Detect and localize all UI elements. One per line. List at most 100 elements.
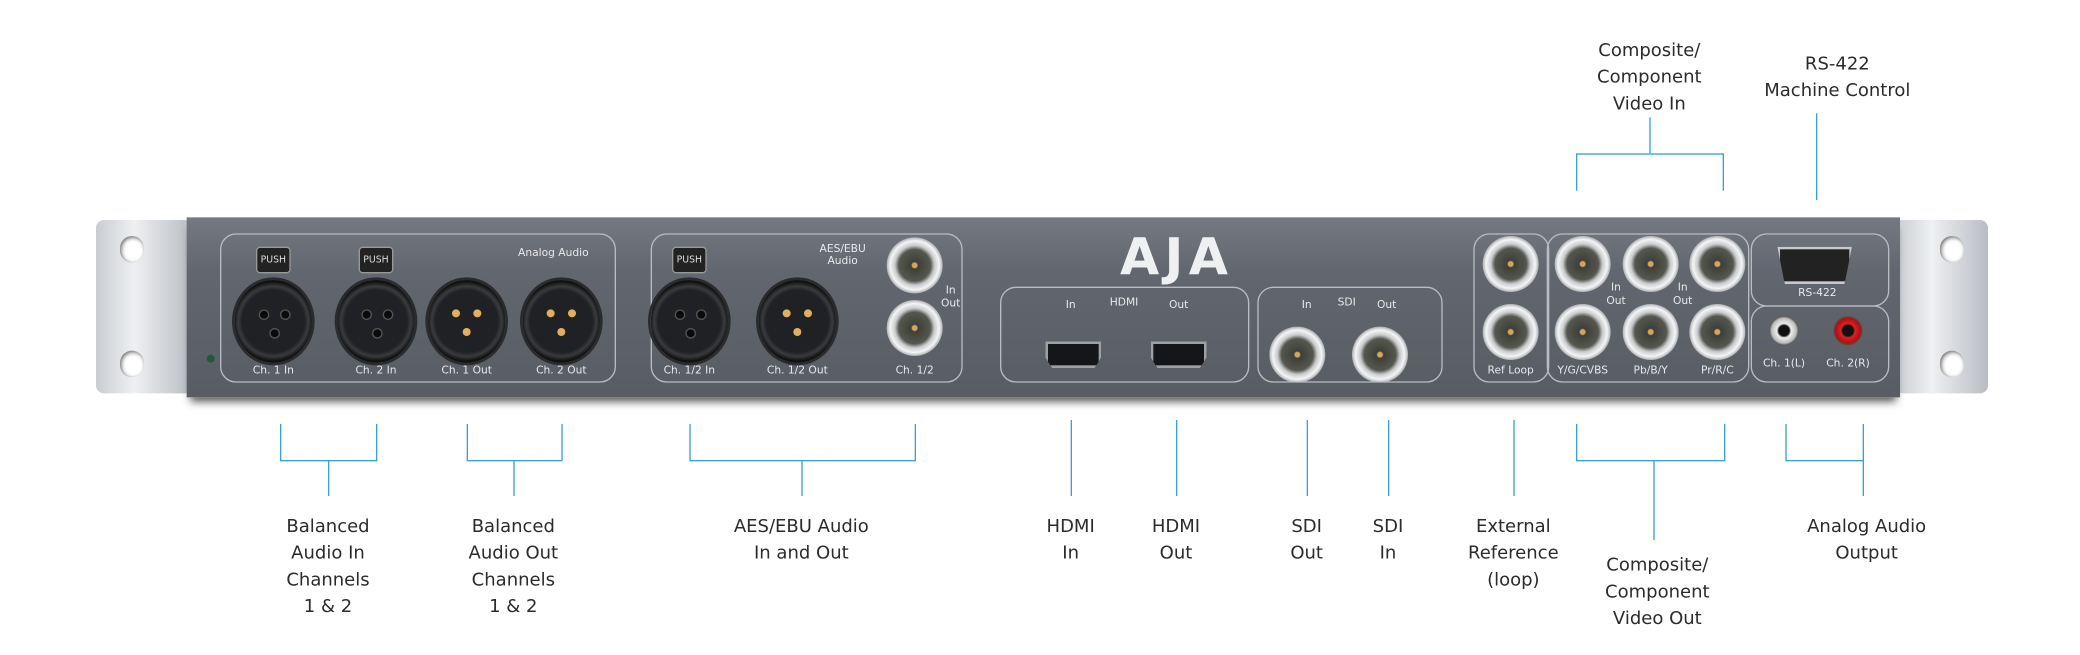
db9-port [1777,246,1852,284]
pin [371,327,383,339]
rack-ear-left [95,219,192,394]
port-label: Out [1672,294,1693,307]
callout-external-reference: External Reference (loop) [1467,515,1559,591]
pin [451,309,460,318]
port-label: RS-422 [1798,286,1837,299]
leader-line [1575,153,1578,191]
leader-line [801,459,803,496]
pin [279,309,291,320]
hdmi-group [999,286,1250,383]
leader-line [1815,113,1818,200]
bnc-ref-loop[interactable] [1482,303,1539,360]
bnc-video-out[interactable] [1689,303,1746,360]
leader-line [1575,153,1724,155]
leader-line [1575,459,1726,462]
bnc-video-out[interactable] [1622,303,1679,360]
callout-balanced-in: Balanced Audio In Channels 1 & 2 [286,515,370,618]
pin [557,327,566,336]
video-group [1546,233,1750,383]
bnc-video-in[interactable] [1689,235,1746,292]
rca-right-jack[interactable] [1833,315,1863,346]
leader-line [466,423,468,460]
aes-ebu-group [650,233,963,383]
bnc-ref-in[interactable] [1482,235,1539,292]
callout-composite-in: Composite/ Component Video In [1597,39,1702,115]
callout-composite-out: Composite/ Component Video Out [1605,554,1710,630]
callout-hdmi-in: HDMI In [1046,515,1095,564]
leader-line [1862,459,1864,496]
xlr-female-connector[interactable] [650,279,728,363]
status-led [206,354,215,363]
ref-group [1473,233,1550,383]
mount-hole [119,235,144,263]
sdi-group [1257,286,1443,383]
analog-audio-group [219,233,616,383]
push-latch[interactable]: PUSH [255,246,291,274]
group-label: HDMI [1109,295,1139,308]
xlr-female-connector[interactable] [234,279,312,363]
push-latch[interactable]: PUSH [671,246,707,274]
rack-ear-right [1894,219,1988,394]
port-label: Out [1606,294,1626,307]
bnc-sdi-out[interactable] [1351,326,1408,383]
callout-sdi-in: SDI In [1372,515,1404,564]
mount-hole [1939,235,1964,263]
bnc-video-out[interactable] [1554,303,1611,360]
xlr-female-connector[interactable] [337,279,415,363]
pin [361,309,372,320]
pin [782,309,791,318]
xlr-male-connector[interactable] [427,279,506,363]
port-label: Ch. 1 Out [441,363,492,376]
port-label: Out [1168,298,1189,311]
callout-sdi-out: SDI Out [1290,515,1323,564]
port-label: Pb/B/Y [1633,363,1668,376]
port-label: Ch. 2(R) [1826,357,1870,370]
push-latch[interactable]: PUSH [358,246,394,274]
hdmi-out-port[interactable] [1150,341,1207,368]
port-label: Ref Loop [1487,363,1534,376]
bnc-aes-out[interactable] [886,299,943,356]
port-label: Ch. 1/2 In [663,363,716,376]
pin [382,309,394,320]
port-label: Ch. 1(L) [1762,357,1806,370]
port-label: Ch. 2 Out [536,363,587,376]
pin [793,327,802,336]
group-label: SDI [1337,295,1356,308]
leader-line [914,423,916,460]
xlr-male-connector[interactable] [758,279,836,363]
bnc-aes-in[interactable] [886,237,943,294]
mount-hole [1939,350,1964,378]
callout-hdmi-out: HDMI Out [1151,515,1201,564]
leader-line [1513,419,1515,496]
bnc-sdi-in[interactable] [1269,326,1326,383]
leader-line [1785,459,1864,462]
group-label: Analog Audio [518,246,589,259]
leader-line [466,459,563,462]
callout-balanced-out: Balanced Audio Out Channels 1 & 2 [468,515,559,618]
leader-line [689,459,916,462]
rca-left-jack[interactable] [1769,315,1799,346]
callout-analog-audio-output: Analog Audio Output [1807,515,1927,564]
pin [803,309,812,318]
port-label: In [1065,298,1076,311]
leader-line [561,423,563,460]
leader-line [1306,419,1308,496]
pin [269,327,280,339]
port-label: Out [1376,298,1397,311]
xlr-male-connector[interactable] [522,279,600,363]
pin [473,309,482,318]
hdmi-in-port[interactable] [1045,341,1102,368]
analog-out-group [1750,305,1890,383]
bnc-video-in[interactable] [1554,235,1611,292]
port-label: Ch. 1/2 Out [766,363,828,376]
bnc-video-in[interactable] [1622,235,1679,292]
port-label: Ch. 1/2 [895,363,934,376]
leader-line [1723,423,1726,460]
group-label: AES/EBU Audio [819,242,866,267]
leader-line [1387,419,1390,496]
callout-rs422: RS-422 Machine Control [1764,53,1911,102]
leader-line [1653,459,1655,540]
leader-line [1070,419,1072,496]
